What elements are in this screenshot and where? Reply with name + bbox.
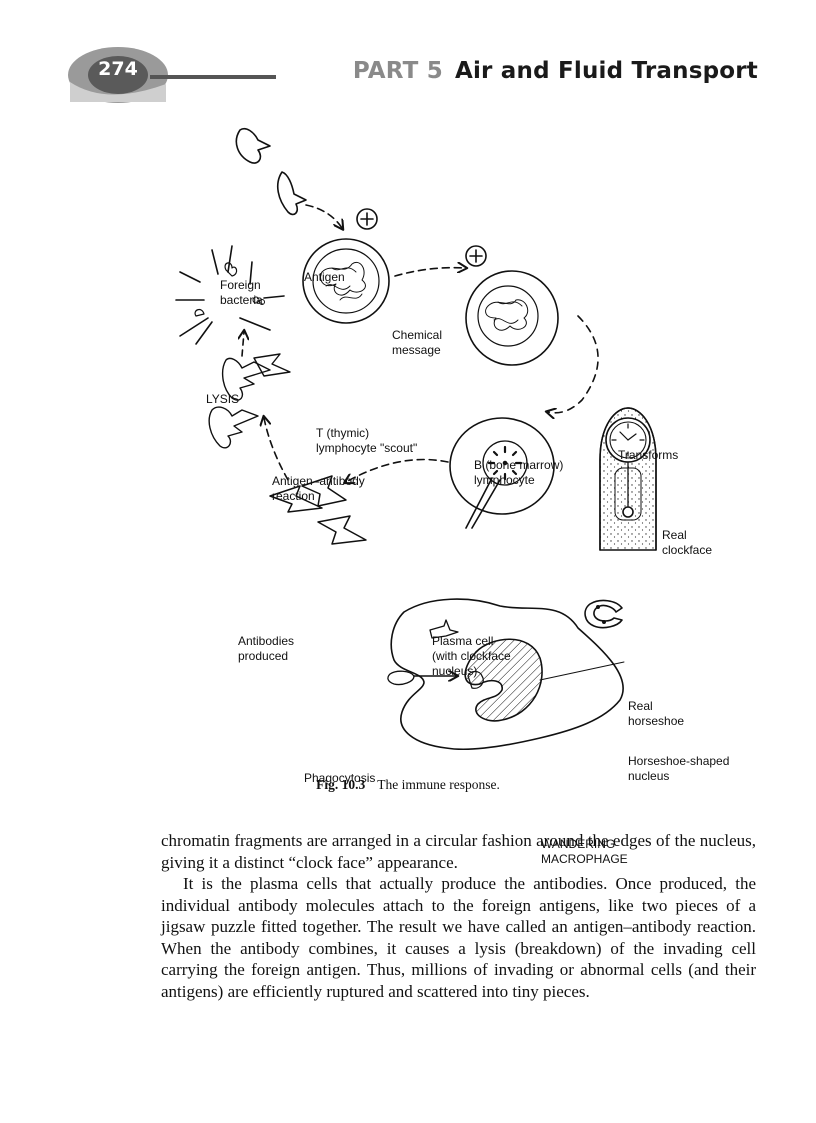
arrow-reaction-to-lysis	[242, 332, 244, 357]
plus-icon	[465, 245, 487, 267]
label-horseshoe-nucleus: Horseshoe-shaped nucleus	[628, 754, 730, 783]
antigen-antibody-complex-icon	[208, 353, 291, 449]
antibody-icons	[269, 475, 367, 545]
figure-caption: Fig. 10.3 The immune response.	[0, 777, 816, 793]
running-head: PART 5 Air and Fluid Transport	[353, 58, 758, 84]
arrow-plasma-to-antibodies	[346, 458, 449, 483]
caption-text: The immune response.	[377, 777, 500, 792]
header-rule	[150, 75, 276, 79]
label-lysis: LYSIS	[206, 392, 240, 406]
wandering-macrophage-cell	[387, 598, 625, 751]
paragraph-2: It is the plasma cells that actually pro…	[161, 874, 756, 1001]
plasma-label-pointers	[465, 477, 501, 529]
immune-response-figure: Foreign bacteria Antigen Chemical messag…	[0, 100, 816, 866]
label-transforms: Transforms	[618, 448, 679, 462]
label-chemical-message: Chemical message	[392, 328, 443, 357]
label-antigen: Antigen	[304, 270, 345, 284]
t-lymphocyte-cell	[302, 238, 390, 324]
arrow-antigen-to-t-cell	[305, 204, 342, 228]
label-phagocytosis: Phagocytosis	[304, 771, 376, 785]
label-antigen-antibody-reaction: Antigen–antibody reaction	[272, 474, 365, 503]
real-clockface-icon	[599, 407, 657, 551]
paragraph-1: chromatin fragments are arranged in a ci…	[161, 831, 756, 872]
label-wandering-macrophage: WANDERING MACROPHAGE	[541, 837, 628, 866]
plasma-cell	[449, 417, 555, 515]
figure-drawing	[175, 127, 657, 751]
label-b-lymphocyte: B (bone marrow) lymphocyte	[474, 458, 564, 487]
label-real-clockface: Real clockface	[662, 528, 713, 557]
body-text: chromatin fragments are arranged in a ci…	[161, 830, 756, 1002]
foreign-bacterium-icon	[235, 127, 271, 164]
caption-number: Fig. 10.3	[316, 777, 366, 792]
part-title: Air and Fluid Transport	[454, 58, 758, 84]
label-plasma-cell: Plasma cell (with clockface nucleus)	[432, 634, 511, 678]
arrow-transforms	[548, 315, 599, 413]
label-antibodies-produced: Antibodies produced	[238, 634, 295, 663]
plus-icon	[356, 208, 378, 230]
page-number-badge	[68, 47, 168, 103]
arrow-chemical-message	[394, 268, 465, 277]
antigen-bacterium-icon	[276, 171, 307, 216]
real-horseshoe-icon	[584, 599, 623, 629]
label-t-lymphocyte: T (thymic) lymphocyte "scout"	[316, 426, 418, 455]
lysis-burst-icon	[175, 245, 285, 345]
label-foreign-bacteria: Foreign bacteria	[220, 278, 263, 307]
b-lymphocyte-cell	[465, 270, 559, 366]
label-real-horseshoe: Real horseshoe	[628, 699, 685, 728]
part-label: PART 5	[352, 58, 443, 84]
arrow-antibodies-to-reaction	[264, 418, 289, 481]
page-number: 274	[98, 58, 138, 80]
